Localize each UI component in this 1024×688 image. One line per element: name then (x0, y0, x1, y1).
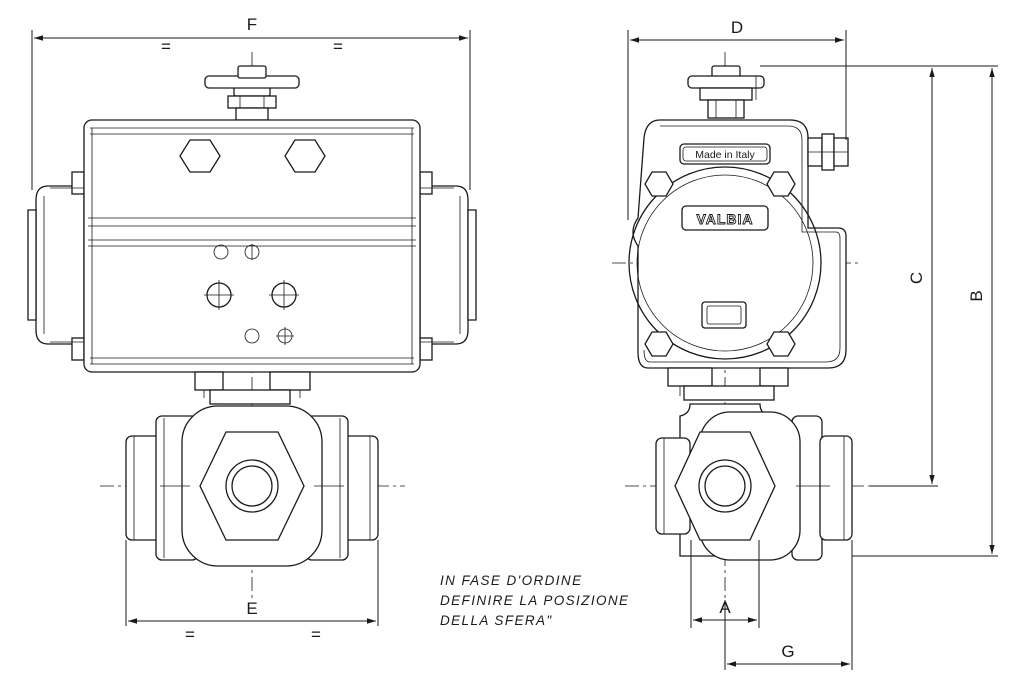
position-indicator (204, 65, 300, 121)
made-in-label: Made in Italy (695, 149, 755, 161)
actuator-right-endcap (419, 171, 477, 361)
actuator-left-endcap (27, 171, 85, 361)
hex-bolt-right (284, 139, 326, 173)
dimension-G: G (724, 540, 853, 670)
equal-mark: = (311, 625, 321, 644)
order-note: IN FASE D'ORDINE DEFINIRE LA POSIZIONE D… (440, 573, 629, 628)
dimension-C: C (760, 65, 938, 487)
dimension-B: B (852, 65, 998, 557)
dimension-label-G: G (781, 642, 794, 661)
side-bolt (766, 331, 796, 357)
equal-mark: = (161, 37, 171, 56)
side-actuator-housing: Made in Italy VALBIA (628, 119, 849, 369)
nameplate (679, 143, 771, 165)
dimension-label-B: B (967, 290, 986, 301)
side-mounting-bracket (667, 367, 789, 401)
side-port-hex (674, 431, 776, 541)
brand-logo: VALBIA (696, 211, 753, 227)
actuator-body (83, 119, 421, 373)
note-line-2: DEFINIRE LA POSIZIONE (440, 593, 629, 608)
valve-port-hex (199, 431, 305, 541)
note-line-3: DELLA SFERA" (440, 613, 553, 628)
three-way-valve-body (125, 405, 379, 567)
note-line-1: IN FASE D'ORDINE (440, 573, 583, 588)
side-bolt (766, 171, 796, 197)
front-view: F = = E = = (27, 15, 478, 644)
dimension-label-E: E (246, 599, 257, 618)
side-bolt (644, 331, 674, 357)
side-valve-body (655, 403, 853, 561)
equal-mark: = (185, 625, 195, 644)
side-position-indicator (687, 65, 765, 119)
logo-plate (681, 205, 769, 231)
equal-mark: = (333, 37, 343, 56)
indicator-window (701, 301, 747, 329)
dimension-F: F = = (31, 15, 471, 190)
dimension-D: D (627, 18, 847, 220)
side-bolt (644, 171, 674, 197)
dimension-label-F: F (247, 15, 257, 34)
side-view: Made in Italy VALBIA (612, 18, 998, 670)
mounting-bracket (194, 371, 311, 405)
hex-bolt-left (179, 139, 221, 173)
dimension-E: E = = (125, 540, 379, 644)
dimension-label-D: D (731, 18, 743, 37)
dimension-label-C: C (907, 272, 926, 284)
